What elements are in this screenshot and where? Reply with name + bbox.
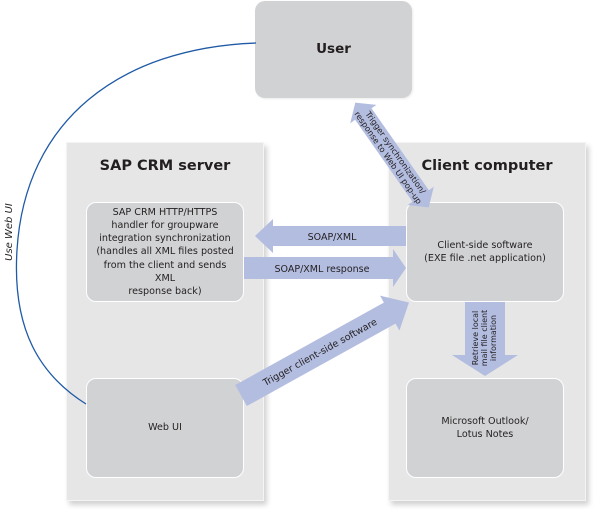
soap-xml-label: SOAP/XML: [308, 232, 357, 243]
user-label: User: [316, 40, 351, 57]
use-web-ui-label: Use Web UI: [4, 203, 15, 261]
http-handler-node: SAP CRM HTTP/HTTPS handler for groupware…: [86, 202, 244, 302]
soap-xml-response-arrow: SOAP/XML response: [244, 249, 406, 287]
client-software-label: Client-side software (EXE file .net appl…: [424, 239, 546, 264]
mail-client-node: Microsoft Outlook/ Lotus Notes: [406, 378, 564, 478]
http-handler-label: SAP CRM HTTP/HTTPS handler for groupware…: [96, 206, 234, 297]
mail-client-label: Microsoft Outlook/ Lotus Notes: [441, 415, 529, 440]
user-node: User: [255, 1, 412, 98]
soap-xml-arrow: SOAP/XML: [255, 219, 406, 253]
web-ui-node: Web UI: [86, 378, 244, 478]
sap-crm-server-title: SAP CRM server: [99, 158, 231, 174]
soap-xml-response-arrow-shape: [244, 249, 406, 287]
soap-xml-response-label: SOAP/XML response: [275, 264, 370, 275]
soap-xml-arrow-shape: [255, 219, 406, 253]
client-software-node: Client-side software (EXE file .net appl…: [406, 202, 564, 302]
web-ui-label: Web UI: [148, 422, 182, 434]
client-computer-title: Client computer: [421, 158, 553, 174]
trigger-client-label: Trigger client-side software: [260, 317, 379, 390]
